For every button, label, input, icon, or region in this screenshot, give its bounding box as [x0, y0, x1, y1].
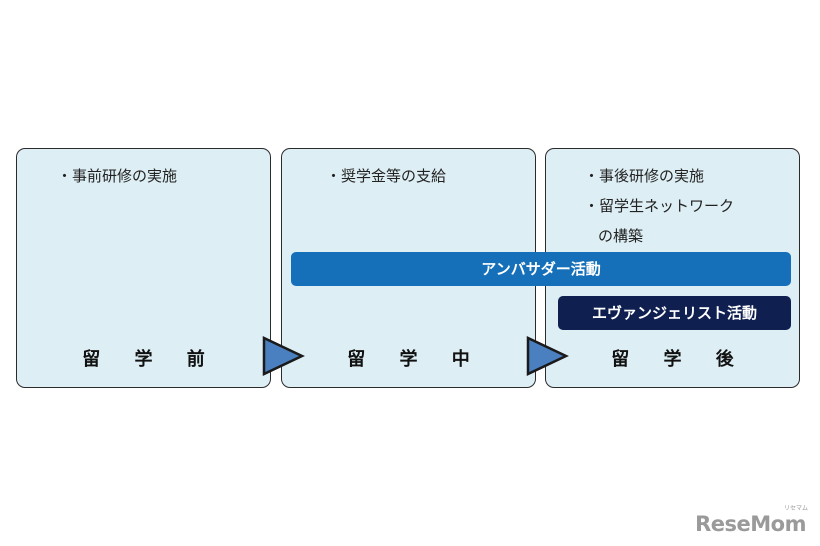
bullet-item: ・奨学金等の支給 [326, 167, 447, 185]
flow-arrow-icon [526, 336, 569, 376]
stage-before-bullets: ・事前研修の実施 [57, 161, 177, 191]
resemom-watermark-logo: ReseMom [695, 512, 806, 536]
stage-after-title: 留 学 後 [611, 349, 748, 370]
stage-after-bullets: ・事後研修の実施 ・留学生ネットワーク の構築 [584, 161, 734, 251]
evangelist-activity-bar: エヴァンジェリスト活動 [558, 296, 791, 330]
stage-during-bullets: ・奨学金等の支給 [326, 161, 446, 191]
bullet-item: ・事前研修の実施 [57, 167, 178, 185]
bullet-item: ・留学生ネットワーク [584, 197, 735, 215]
watermark-subtext: リセマム [783, 505, 808, 512]
ambassador-activity-bar: アンバサダー活動 [291, 252, 791, 286]
stage-before-title: 留 学 前 [82, 349, 219, 370]
bullet-item: ・事後研修の実施 [584, 167, 705, 185]
stage-before-study: ・事前研修の実施 留 学 前 [16, 148, 271, 388]
stage-during-title: 留 学 中 [347, 349, 484, 370]
flow-arrow-icon [262, 336, 305, 376]
bullet-item-continuation: の構築 [598, 227, 644, 245]
